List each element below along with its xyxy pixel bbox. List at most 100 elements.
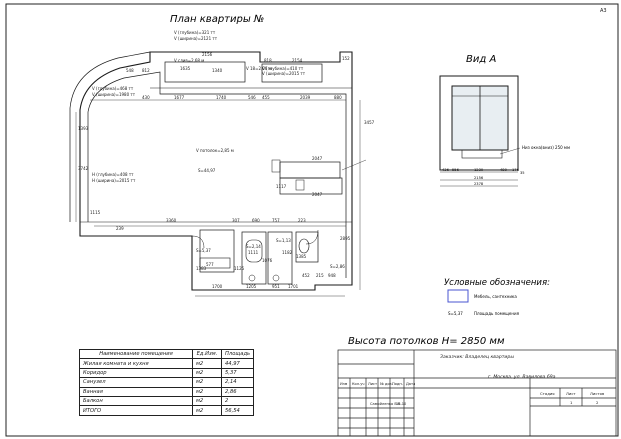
tb-address: г. Москва, ул. Вавилова 69а <box>488 374 556 380</box>
room-unit: м2 <box>192 367 222 379</box>
room-area: 2,86 <box>220 386 255 397</box>
dim: 2156 <box>202 52 213 57</box>
dim: 1182 <box>282 250 293 255</box>
dim: 2895 <box>340 236 351 241</box>
dim: 1700 <box>212 284 223 289</box>
title-block <box>337 349 617 437</box>
table-row: Жилая комната и кухня м2 44,97 <box>79 358 255 369</box>
dim: 1125 <box>234 266 245 271</box>
tb-author: Самойленко В.Б. <box>370 402 402 406</box>
dim: 239 <box>116 226 124 231</box>
room-unit: м2 <box>192 395 222 407</box>
room-schedule-table: Наименование помещения Ед.Изм. Площадь Ж… <box>79 348 255 416</box>
slot2-label: V слив=2,68 м <box>174 58 204 63</box>
room-area: 56,54 <box>220 405 255 416</box>
corridor-zone <box>199 229 235 273</box>
tb-client: Заказчик: Владелец квартиры <box>440 354 514 360</box>
dim: 455 <box>262 95 270 100</box>
legend-title: Условные обозначения: <box>444 278 550 288</box>
table-row: Санузел м2 2,14 <box>79 377 255 388</box>
view-a: Низ окна(вниз) 250 мм 436 556 1230 480 1… <box>439 75 570 187</box>
dim: 546 <box>248 95 256 100</box>
table-row: Балкон м2 2 <box>79 395 255 407</box>
wc-room <box>267 231 293 285</box>
tb-date: 15.10 <box>396 402 407 406</box>
door-arc-2 <box>305 229 319 245</box>
inner-wall <box>87 71 347 278</box>
leader <box>341 159 367 171</box>
plan-labels: V (глубина)=321 тт V (ширина)=2121 тт V … <box>78 30 375 289</box>
dim: 3742 <box>78 166 89 171</box>
window-right-depth: V (глубина)=410 тт <box>262 66 304 71</box>
window-left2-depth: H (глубина)=408 тт <box>92 172 134 177</box>
bath-room <box>241 231 267 285</box>
legend-furniture-symbol <box>447 289 469 303</box>
room-unit: м2 <box>192 377 222 388</box>
room-area: 5,37 <box>220 367 255 379</box>
dim: 1740 <box>216 95 227 100</box>
room-unit: м2 <box>192 358 222 369</box>
pillow <box>295 179 305 191</box>
room-name: Коридор <box>79 367 193 379</box>
leader <box>499 147 521 155</box>
ceiling-height: Высота потолков H= 2850 мм <box>348 336 505 347</box>
tb-col-date: Дата <box>406 382 415 386</box>
bath-area-label: S=2,86 <box>330 264 345 269</box>
dim: 1117 <box>276 184 287 189</box>
ceiling-label: V потолок=2,85 м <box>196 148 234 153</box>
tb-format: А3 <box>600 8 607 14</box>
sofa <box>279 161 341 179</box>
window-left2-width: H (ширина)=2015 тт <box>92 178 136 183</box>
dim: 3360 <box>166 218 177 223</box>
dim: 548 <box>126 68 134 73</box>
dim: 818 <box>264 58 272 63</box>
dim: 2047 <box>312 156 323 161</box>
dim: 2378 <box>474 182 484 186</box>
plan-title: План квартиры № <box>170 14 264 25</box>
dim: 436 <box>442 168 450 172</box>
dim: 2039 <box>300 95 311 100</box>
dim: 1383 <box>196 266 207 271</box>
window-right-width: V (ширина)=2015 тт <box>262 71 306 76</box>
room-area: 2 <box>220 395 255 407</box>
room-unit: м2 <box>192 386 222 397</box>
sink <box>248 274 256 282</box>
dim: 430 <box>142 95 150 100</box>
main-area-label: S=44,97 <box>198 168 216 173</box>
tb-sheet-no: 1 <box>570 400 573 405</box>
sill-label: Низ окна(вниз) 250 мм <box>522 145 570 150</box>
bathtub <box>245 239 263 263</box>
dim: 480 <box>500 168 508 172</box>
dim: 880 <box>334 95 342 100</box>
dim: 1677 <box>174 95 185 100</box>
tb-col-podp: Подп. <box>392 382 403 386</box>
floor-plan <box>69 51 367 297</box>
room-area: 2,14 <box>220 377 255 388</box>
legend-area-label: Площадь помещения <box>474 311 520 316</box>
table-row: Коридор м2 5,37 <box>79 367 255 379</box>
title-block-text: Заказчик: Владелец квартиры г. Москва, у… <box>340 8 607 406</box>
window-top-depth: V (глубина)=321 тт <box>174 30 216 35</box>
wc-area-label: S=2,14 <box>246 244 261 249</box>
balcony-outline <box>69 51 151 222</box>
col-header-unit: Ед.Изм. <box>192 348 222 360</box>
dim: 152 <box>342 56 350 61</box>
room-name: Ванная <box>79 386 193 397</box>
table-row: Ванная м2 2,86 <box>79 386 255 397</box>
toilet <box>298 238 310 254</box>
title-block-frame <box>337 349 617 437</box>
tb-col-doc: № док. <box>380 382 393 386</box>
dim: 577 <box>206 262 214 267</box>
tb-stage-label: Стадия <box>540 391 555 396</box>
dim: 223 <box>298 218 306 223</box>
tb-sheet-label: Лист <box>566 391 576 396</box>
dim: 1635 <box>180 66 191 71</box>
dim: 690 <box>252 218 260 223</box>
dim: 1385 <box>296 254 307 259</box>
dim: 215 <box>316 273 324 278</box>
window-top-width: V (ширина)=2121 тт <box>174 36 218 41</box>
room-name: ИТОГО <box>79 405 193 416</box>
outer-wall <box>79 51 353 291</box>
bed <box>279 177 343 195</box>
